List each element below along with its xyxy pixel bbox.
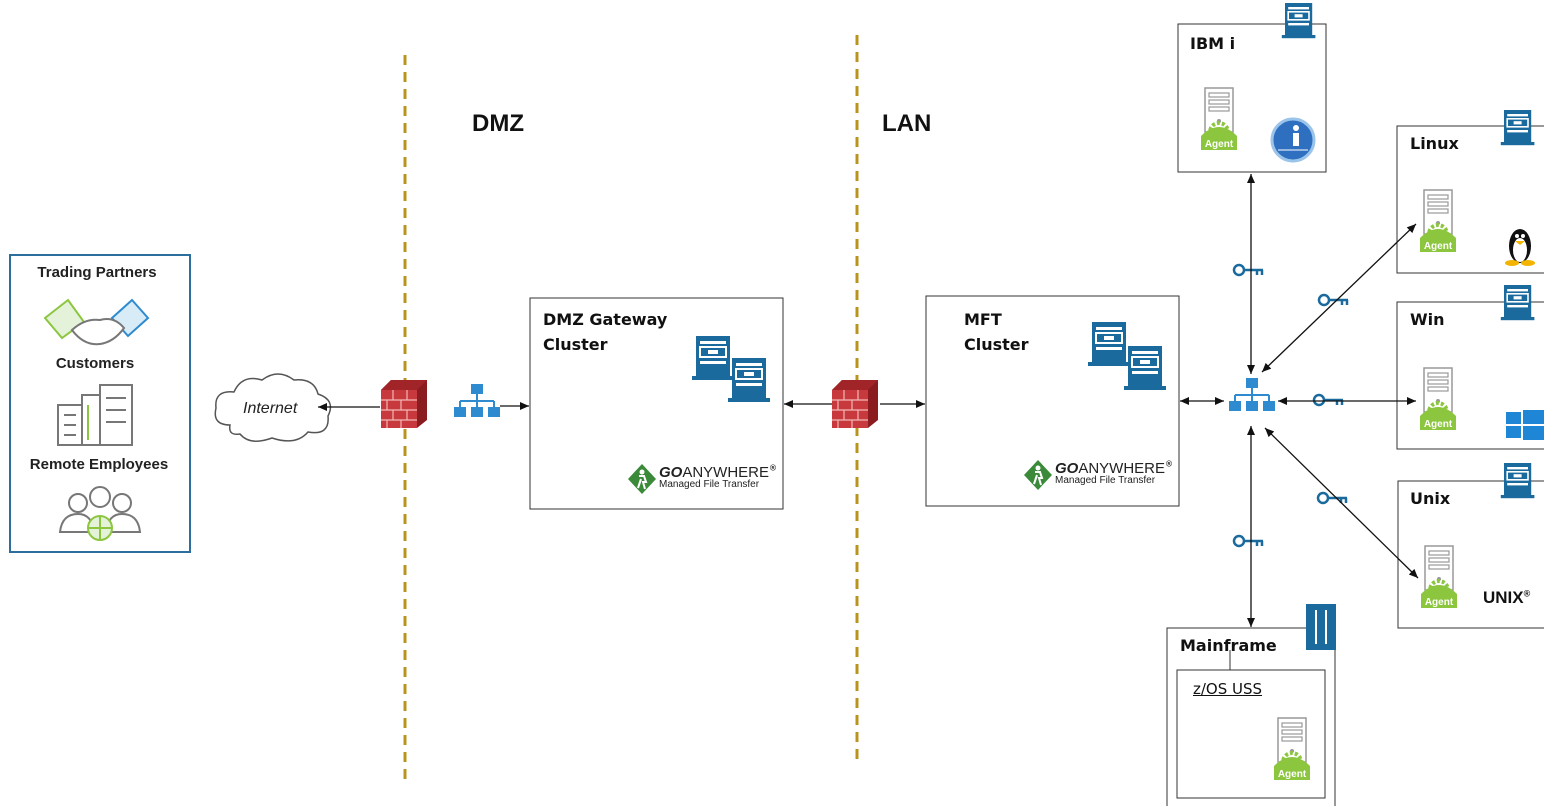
customers-label: Customers [55, 355, 135, 372]
ibmi-title: IBM i [1190, 34, 1236, 53]
goanywhere-brand-dmz: GOANYWHERE® Managed File Transfer [659, 463, 778, 490]
unix-logo-text: UNIX® [1483, 588, 1531, 607]
internet-cloud [214, 373, 332, 442]
ibmi-agent-icon [1199, 86, 1239, 152]
dmz-zone-label: DMZ [472, 110, 524, 137]
key-icon-win [1312, 393, 1345, 407]
trading-partners-label: Trading Partners [37, 264, 157, 281]
key-icon-mainframe [1232, 534, 1265, 548]
network-switch-icon-lan [1228, 377, 1276, 412]
remote-employees-icon [58, 486, 142, 541]
windows-logo-icon [1506, 410, 1544, 440]
firewall-icon-lan [831, 379, 879, 429]
brand-go-text: GO [659, 464, 683, 481]
zos-agent-icon [1272, 716, 1312, 782]
brand-anywhere-text: ANYWHERE [1078, 460, 1166, 477]
mft-cluster-title: MFT Cluster [964, 310, 1029, 354]
win-agent-icon [1418, 366, 1458, 432]
mft-cluster-box [925, 295, 1180, 507]
unix-title: Unix [1410, 489, 1451, 508]
brand-anywhere-text: ANYWHERE [682, 464, 770, 481]
zos-uss-link[interactable]: z/OS USS [1193, 680, 1263, 698]
brand-subtitle-text: Managed File Transfer [1055, 475, 1156, 486]
brand-go-text: GO [1055, 460, 1079, 477]
firewall-icon-dmz [380, 379, 428, 429]
remote-employees-label: Remote Employees [29, 456, 169, 473]
internet-label: Internet [243, 400, 298, 417]
unix-server-icon [1499, 462, 1536, 500]
ibmi-server-icon [1281, 2, 1317, 40]
unix-logo-word: UNIX [1483, 588, 1524, 607]
brand-subtitle-text: Managed File Transfer [659, 479, 760, 490]
link-switch-unix [1264, 427, 1419, 579]
key-icon-ibmi [1232, 263, 1265, 277]
dmz-gateway-box [529, 297, 784, 510]
buildings-icon [57, 384, 133, 446]
ibm-i-logo-icon [1270, 117, 1316, 163]
goanywhere-brand-mft: GOANYWHERE® Managed File Transfer [1055, 459, 1174, 486]
linux-agent-icon [1418, 188, 1458, 254]
linux-penguin-icon [1505, 229, 1535, 266]
dmz-gateway-title: DMZ Gateway Cluster [543, 310, 668, 354]
win-server-icon [1499, 284, 1536, 322]
handshake-icon [43, 298, 150, 346]
link-switch-linux [1261, 223, 1417, 373]
linux-title: Linux [1410, 134, 1459, 153]
mainframe-title: Mainframe [1180, 636, 1277, 655]
network-switch-icon-dmz [453, 383, 501, 418]
unix-agent-icon [1419, 544, 1459, 610]
linux-server-icon [1499, 109, 1536, 146]
mainframe-server-icon [1306, 604, 1336, 650]
lan-zone-label: LAN [882, 110, 932, 137]
win-title: Win [1410, 310, 1445, 329]
